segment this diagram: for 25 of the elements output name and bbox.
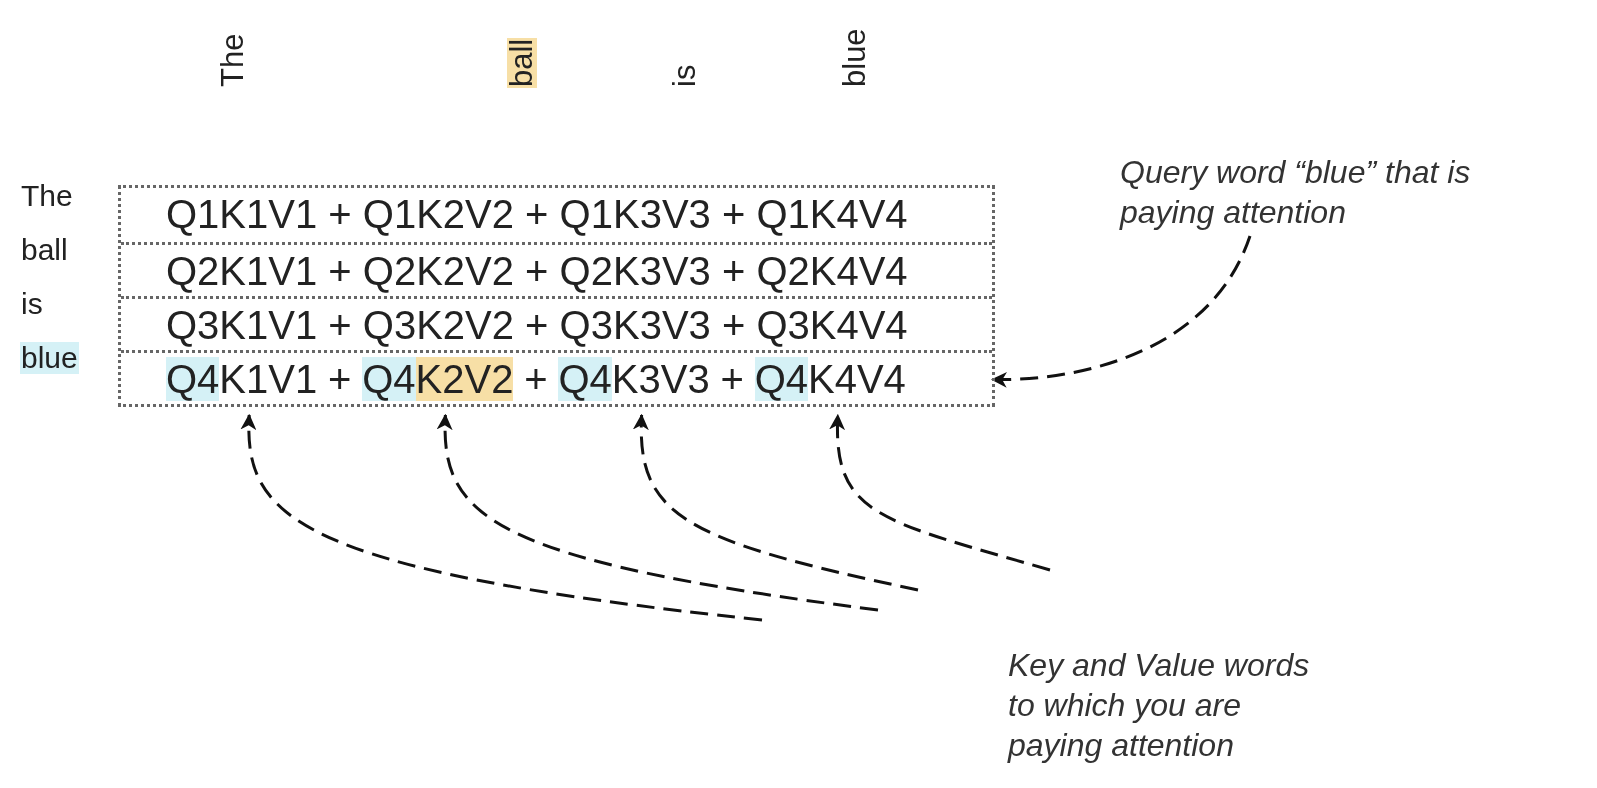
attention-grid [118,185,995,407]
row-word: The [20,180,74,212]
term: Q4K4V4 [754,357,906,401]
column-word: blue [840,27,870,88]
row-word: is [20,288,44,320]
plus-sign: + [719,356,745,403]
callout-note: Key and Value words to which you are paying attention [1008,645,1323,765]
plus-sign: + [523,356,549,403]
column-word: is [670,63,700,88]
plus-sign: + [327,356,353,403]
dashed-arrow [241,413,763,622]
callout-note: Query word “blue” that is paying attention [1120,152,1565,232]
dashed-arrow [829,413,1051,572]
row-word: blue [20,342,79,374]
sum-row: Q2K1V1 + Q2K2V2 + Q2K3V3 + Q2K4V4 [121,242,992,297]
term: Q4K3V3 [558,357,710,401]
dashed-arrow [437,413,879,612]
term: Q4K1V1 [166,357,318,401]
dashed-arrow [990,235,1252,388]
dashed-arrow [633,413,919,592]
column-word: ball [507,37,537,88]
column-word: The [218,32,248,88]
sum-row: Q3K1V1 + Q3K2V2 + Q3K3V3 + Q3K4V4 [121,296,992,351]
row-word: ball [20,234,69,266]
sum-row: Q1K1V1 + Q1K2V2 + Q1K3V3 + Q1K4V4 [121,188,992,243]
